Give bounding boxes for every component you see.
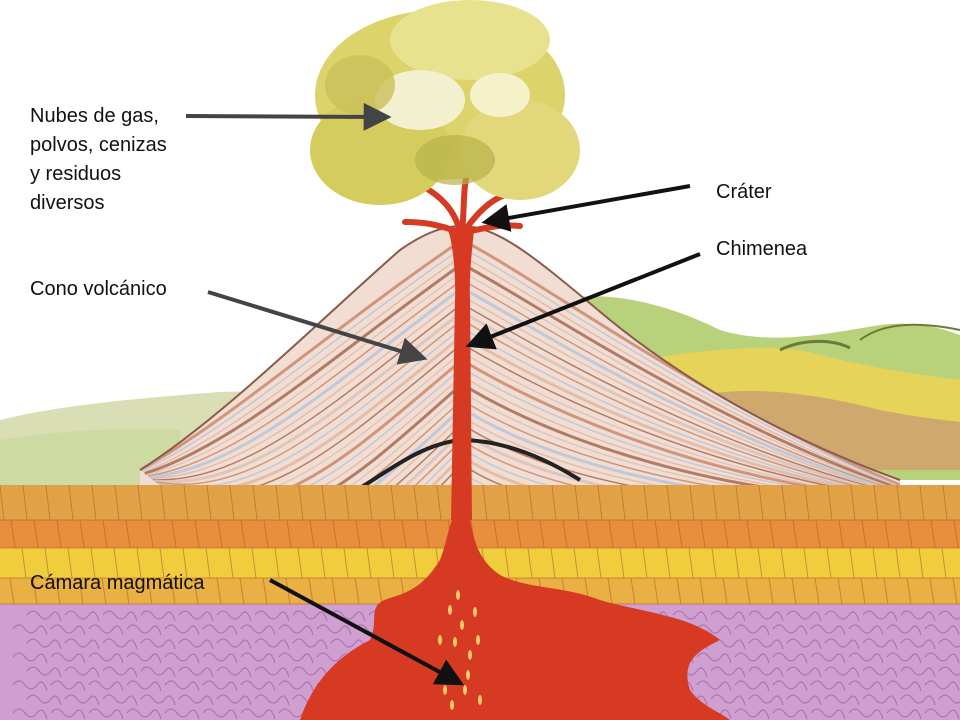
hill-ridge — [859, 323, 960, 341]
arrow-magma-chamber — [269, 578, 465, 686]
annotation-arrows — [185, 102, 701, 686]
label-magma-chamber: Cámara magmática — [30, 572, 205, 594]
label-gas-clouds-line-3: y residuos — [30, 163, 122, 185]
small-crater — [779, 339, 851, 352]
label-gas-clouds: Nubes de gas, polvos, cenizas y residuos… — [30, 102, 167, 218]
arrow-gas-clouds — [185, 102, 392, 131]
label-gas-clouds-line-2: polvos, cenizas — [30, 134, 167, 156]
label-gas-clouds-line-4: diversos — [30, 192, 105, 214]
label-gas-clouds-line-1: Nubes de gas, — [30, 105, 159, 127]
arrow-chimney — [465, 252, 701, 350]
ash-cloud — [310, 0, 580, 205]
arrow-crater — [481, 184, 691, 232]
magma-chamber — [300, 520, 730, 720]
label-chimney: Chimenea — [716, 238, 808, 260]
arrow-cone — [207, 290, 428, 365]
volcanic-chimney — [448, 230, 474, 520]
label-crater: Cráter — [716, 181, 772, 203]
label-volcanic-cone: Cono volcánico — [30, 278, 167, 300]
left-hills-shade — [0, 429, 180, 490]
magma-bubbles — [438, 590, 482, 710]
